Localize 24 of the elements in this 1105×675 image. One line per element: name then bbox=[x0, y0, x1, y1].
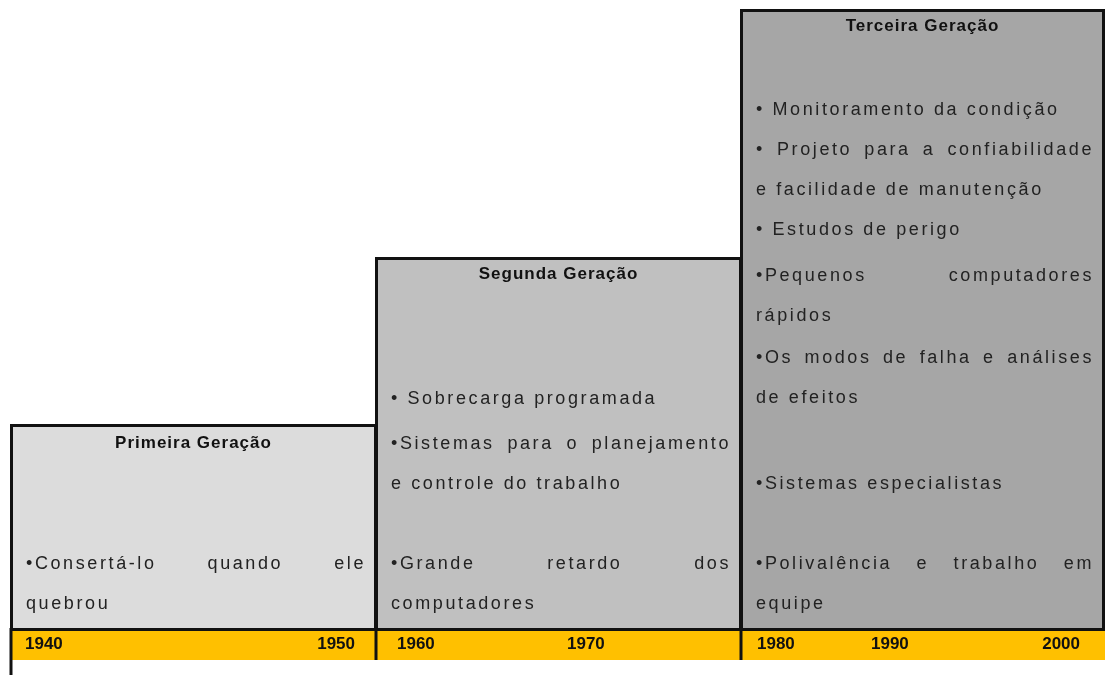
generation-panel bbox=[740, 9, 1105, 631]
bullet-text: •Os modos de falha e análises de efeitos bbox=[756, 346, 1094, 409]
year-label: 1980 bbox=[757, 634, 795, 654]
year-label: 1940 bbox=[25, 634, 63, 654]
bullet-text: •Pequenos computadores rápidos bbox=[756, 264, 1094, 327]
bullet-text: • Sobrecarga programada bbox=[391, 387, 659, 410]
bullet-text: • Projeto para a confiabilidade e facilidade de manutenção bbox=[756, 138, 1094, 201]
bullet-text: • Monitoramento da condição bbox=[756, 98, 1061, 121]
panel-heading: Primeira Geração bbox=[114, 433, 273, 453]
bullet-text: •Polivalência e trabalho em equipe bbox=[756, 552, 1094, 615]
year-label: 1950 bbox=[317, 634, 355, 654]
panel-heading: Terceira Geração bbox=[844, 16, 1001, 36]
panel-heading: Segunda Geração bbox=[477, 264, 640, 284]
year-label: 2000 bbox=[1042, 634, 1080, 654]
bullet-text: •Grande retardo dos computadores bbox=[391, 552, 731, 615]
bullet-text: •Sistemas para o planejamento e controle do trabalho bbox=[391, 432, 731, 495]
bullet-text: •Sistemas especialistas bbox=[756, 472, 1006, 495]
year-label: 1970 bbox=[567, 634, 605, 654]
year-label: 1960 bbox=[397, 634, 435, 654]
bullet-text: •Consertá-lo quando ele quebrou bbox=[26, 552, 366, 615]
year-label: 1990 bbox=[871, 634, 909, 654]
bullet-text: • Estudos de perigo bbox=[756, 218, 963, 241]
generation-panel bbox=[375, 257, 742, 631]
generation-panel bbox=[10, 424, 377, 631]
